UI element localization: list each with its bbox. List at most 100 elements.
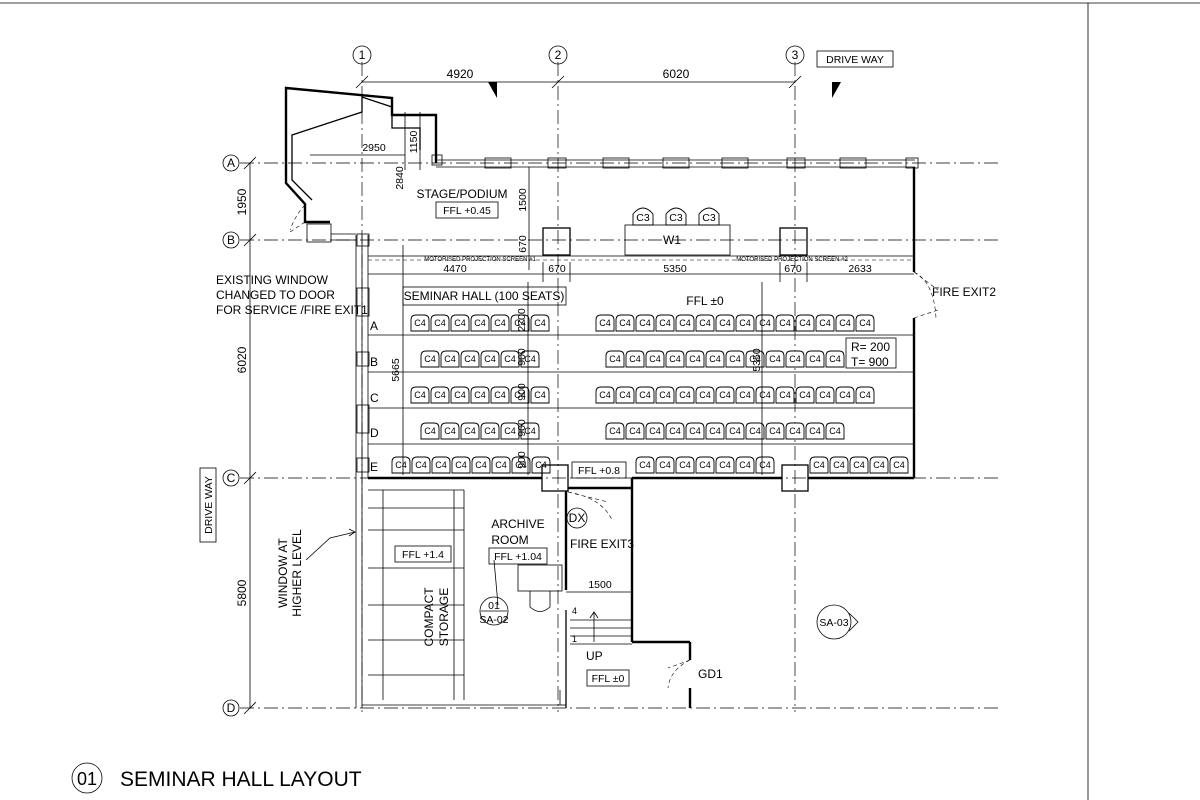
svg-text:C4: C4 bbox=[813, 460, 825, 470]
seat: C4 bbox=[755, 456, 775, 474]
seat: C4 bbox=[685, 422, 705, 440]
svg-text:C4: C4 bbox=[515, 460, 527, 470]
svg-text:C4: C4 bbox=[699, 390, 711, 400]
service-annex: 2950 1150 2840 bbox=[284, 86, 443, 233]
north-wall bbox=[436, 157, 919, 169]
south-structure bbox=[362, 464, 914, 708]
west-wall bbox=[306, 223, 370, 708]
dim-900: 900 bbox=[516, 419, 528, 437]
seat: C4 bbox=[460, 422, 480, 440]
svg-text:C4: C4 bbox=[829, 426, 841, 436]
seat: C4 bbox=[530, 386, 550, 404]
dim-900: 900 bbox=[516, 383, 528, 401]
svg-text:C4: C4 bbox=[629, 426, 641, 436]
seat: C4 bbox=[835, 386, 855, 404]
seat: C4 bbox=[470, 314, 490, 332]
svg-text:DRIVE WAY: DRIVE WAY bbox=[203, 476, 215, 534]
hall-dimensions: 5665 5350 2700 900 900 900 900 bbox=[390, 282, 763, 475]
svg-text:C4: C4 bbox=[524, 426, 536, 436]
svg-text:C4: C4 bbox=[779, 318, 791, 328]
svg-text:C4: C4 bbox=[414, 318, 426, 328]
seat: C4 bbox=[490, 386, 510, 404]
drive-way-left-label: DRIVE WAY bbox=[199, 467, 217, 543]
compact-storage: FFL +1.4 COMPACT STORAGE bbox=[368, 489, 465, 700]
left-dimension-chain: 1950 6020 5800 bbox=[235, 156, 257, 715]
svg-text:C4: C4 bbox=[534, 318, 546, 328]
seat: C4 bbox=[500, 350, 520, 368]
svg-text:SA-03: SA-03 bbox=[819, 617, 848, 629]
seat: C4 bbox=[869, 456, 889, 474]
seat: C4 bbox=[410, 314, 430, 332]
seat: C4 bbox=[705, 350, 725, 368]
svg-text:C4: C4 bbox=[759, 460, 771, 470]
svg-text:C4: C4 bbox=[689, 426, 701, 436]
svg-text:C4: C4 bbox=[839, 318, 851, 328]
seat: C4 bbox=[645, 350, 665, 368]
svg-text:C4: C4 bbox=[709, 426, 721, 436]
column bbox=[541, 464, 569, 492]
grid-col-1-bubble: 1 bbox=[352, 45, 372, 65]
seat: C4 bbox=[420, 350, 440, 368]
svg-text:DX: DX bbox=[569, 511, 586, 525]
svg-text:C4: C4 bbox=[414, 390, 426, 400]
seat: C4 bbox=[855, 386, 875, 404]
seat: C4 bbox=[685, 350, 705, 368]
seat: C4 bbox=[635, 314, 655, 332]
dim-1500: 1500 bbox=[517, 188, 529, 212]
seat: C4 bbox=[635, 456, 655, 474]
svg-text:C4: C4 bbox=[649, 426, 661, 436]
grid-row-a-bubble: A bbox=[222, 154, 240, 172]
seat: C4 bbox=[480, 422, 500, 440]
svg-text:C4: C4 bbox=[534, 390, 546, 400]
grid-col-label: 3 bbox=[792, 48, 799, 62]
svg-text:C4: C4 bbox=[859, 390, 871, 400]
svg-text:D: D bbox=[370, 426, 379, 440]
window-higher-level-note: WINDOW AT HIGHER LEVEL bbox=[276, 528, 356, 617]
svg-text:C4: C4 bbox=[495, 460, 507, 470]
svg-text:C4: C4 bbox=[455, 460, 467, 470]
svg-text:SEMINAR HALL (100 SEATS): SEMINAR HALL (100 SEATS) bbox=[404, 289, 565, 303]
svg-text:EXISTING WINDOW: EXISTING WINDOW bbox=[216, 273, 329, 287]
svg-text:C4: C4 bbox=[639, 460, 651, 470]
dim-670-a: 670 bbox=[548, 263, 566, 275]
section-arrow-icon bbox=[832, 82, 841, 98]
seat: C4 bbox=[470, 386, 490, 404]
seat: C4 bbox=[849, 456, 869, 474]
svg-text:C4: C4 bbox=[679, 460, 691, 470]
grid-row-c-bubble: C bbox=[222, 469, 240, 487]
svg-text:C4: C4 bbox=[639, 318, 651, 328]
dim-670-b: 670 bbox=[784, 263, 802, 275]
svg-text:C4: C4 bbox=[779, 390, 791, 400]
grid-row-label: B bbox=[227, 233, 235, 247]
column bbox=[542, 227, 571, 256]
seat: C4 bbox=[675, 314, 695, 332]
seat: C4 bbox=[735, 456, 755, 474]
svg-text:C4: C4 bbox=[494, 318, 506, 328]
seat: C4 bbox=[795, 386, 815, 404]
svg-text:C4: C4 bbox=[659, 318, 671, 328]
seat: C4 bbox=[805, 350, 825, 368]
svg-text:C4: C4 bbox=[759, 390, 771, 400]
seat: C4 bbox=[795, 314, 815, 332]
dim-6020: 6020 bbox=[663, 67, 690, 81]
seat: C4 bbox=[430, 386, 450, 404]
svg-text:C4: C4 bbox=[535, 460, 547, 470]
dim-1150: 1150 bbox=[408, 131, 420, 154]
stage-label: STAGE/PODIUM bbox=[416, 187, 507, 201]
seat: C4 bbox=[635, 386, 655, 404]
seat: C4 bbox=[775, 386, 795, 404]
svg-text:C4: C4 bbox=[699, 460, 711, 470]
seat: C4 bbox=[705, 422, 725, 440]
podium-chair: C3 bbox=[632, 207, 654, 226]
seat: C4 bbox=[665, 422, 685, 440]
grid-col-label: 1 bbox=[359, 48, 366, 62]
svg-text:C4: C4 bbox=[609, 426, 621, 436]
svg-text:C4: C4 bbox=[444, 354, 456, 364]
dim-4470: 4470 bbox=[443, 263, 467, 275]
seat: C4 bbox=[655, 456, 675, 474]
seat: C4 bbox=[491, 456, 511, 474]
svg-text:C4: C4 bbox=[395, 460, 407, 470]
seat: C4 bbox=[615, 314, 635, 332]
dim-900: 900 bbox=[516, 348, 528, 366]
door-gd1: GD1 bbox=[667, 659, 723, 689]
